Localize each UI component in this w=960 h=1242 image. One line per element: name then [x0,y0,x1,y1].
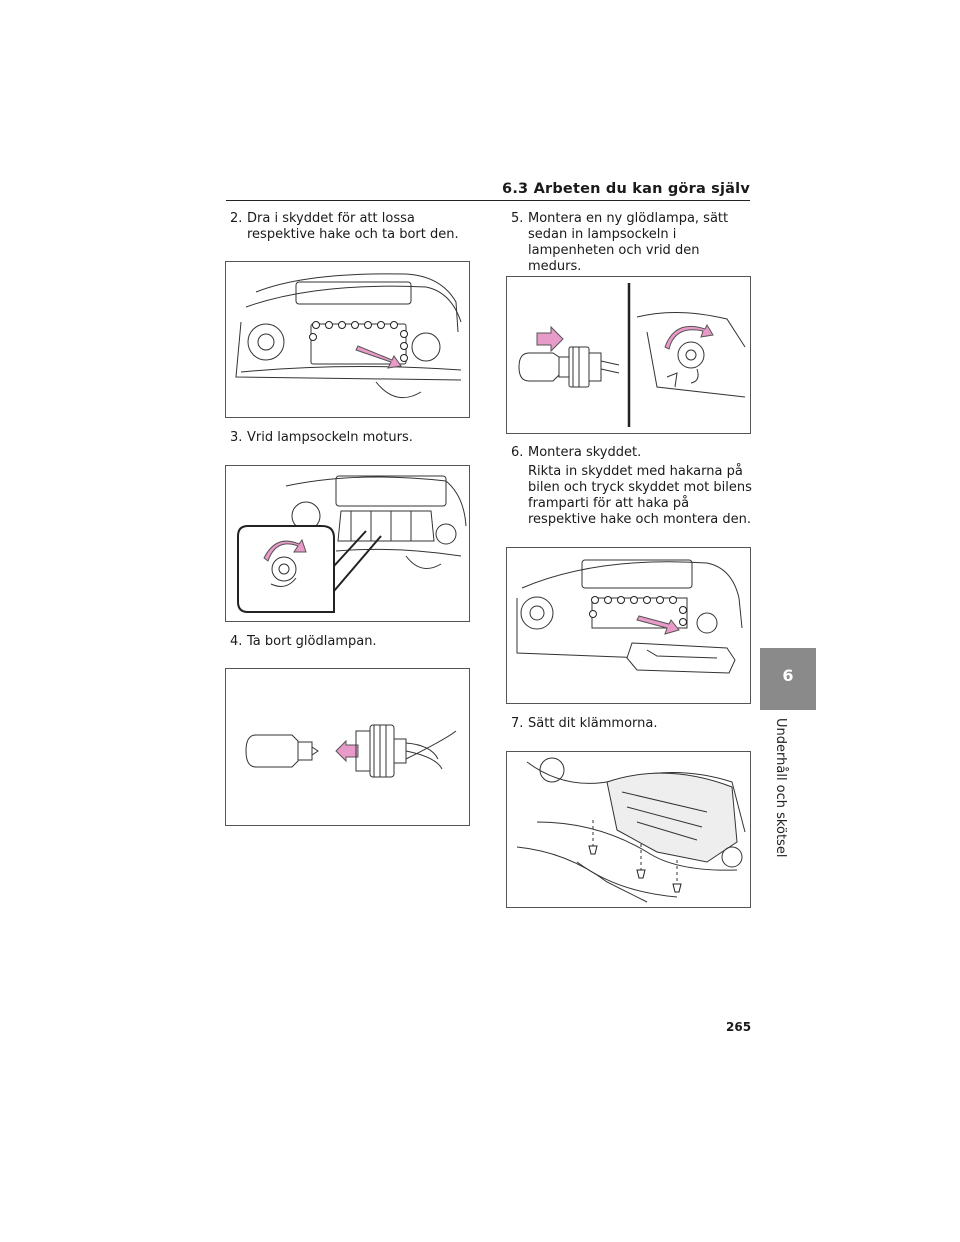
step-6: 6. Montera skyddet. Rikta in skyddet med… [511,445,756,528]
step-number: 7. [511,716,524,731]
step-text: Ta bort glödlampan. [247,634,377,649]
step-text: Montera en ny glödlampa, sätt sedan in l… [528,211,729,274]
step-number: 6. [511,445,524,460]
step-text: Montera skyddet. [528,445,642,460]
step-7: 7. Sätt dit klämmorna. [511,716,756,732]
figure-install-clips [506,751,751,908]
page-number: 265 [726,1020,752,1034]
header-rule [226,200,750,201]
chapter-label-text: Underhåll och skötsel [773,718,788,858]
step-text: Sätt dit klämmorna. [528,716,658,731]
step-number: 3. [230,430,243,445]
step-2: 2. Dra i skyddet för att lossa respektiv… [230,211,475,243]
figure-turn-socket-counterclockwise [225,465,470,622]
chapter-number: 6 [782,666,794,685]
figure-install-bulb [506,276,751,434]
figure-remove-cover [225,261,470,418]
figure-install-cover [506,547,751,704]
step-5: 5. Montera en ny glödlampa, sätt sedan i… [511,211,756,275]
section-title: 6.3 Arbeten du kan göra själv [502,181,750,197]
step-subtext: Rikta in skyddet med hakarna på bilen oc… [528,464,752,527]
step-number: 5. [511,211,524,226]
step-number: 4. [230,634,243,649]
chapter-label: Underhåll och skötsel [770,718,794,858]
step-number: 2. [230,211,243,226]
step-text: Dra i skyddet för att lossa respektive h… [247,211,459,242]
section-header: 6.3 Arbeten du kan göra själv [226,181,750,203]
chapter-tab: 6 [760,648,816,710]
step-4: 4. Ta bort glödlampan. [230,634,475,650]
step-3: 3. Vrid lampsockeln moturs. [230,430,475,446]
step-text: Vrid lampsockeln moturs. [247,430,413,445]
figure-remove-bulb [225,668,470,826]
